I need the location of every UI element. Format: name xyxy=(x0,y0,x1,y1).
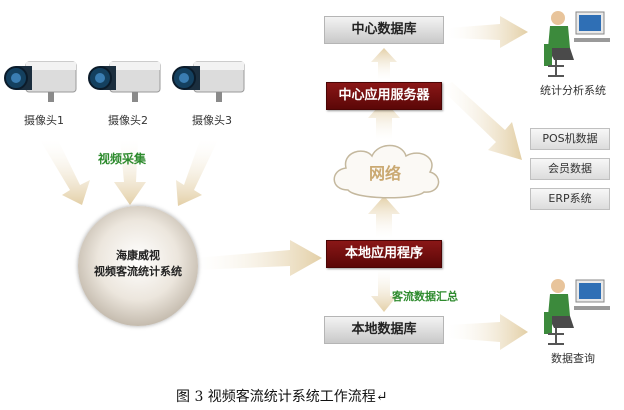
arrow-server-to-external xyxy=(440,82,522,160)
analysis-system-label: 统计分析系统 xyxy=(540,84,606,97)
erp-system-box: ERP系统 xyxy=(530,188,610,210)
stats-system-line2: 视频客流统计系统 xyxy=(94,265,182,278)
camera-1-label: 摄像头1 xyxy=(24,114,64,127)
flow-summary-label: 客流数据汇总 xyxy=(392,290,458,303)
network-cloud xyxy=(333,144,440,199)
central-db-box: 中心数据库 xyxy=(324,16,444,44)
arrow-local-to-network xyxy=(368,196,400,238)
analysis-workstation-icon xyxy=(544,11,610,77)
arrow-server-to-centraldb xyxy=(371,48,397,80)
camera-icon xyxy=(4,61,77,102)
camera-1 xyxy=(4,56,84,112)
pos-data-box: POS机数据 xyxy=(530,128,610,150)
data-query-label: 数据查询 xyxy=(551,352,595,365)
network-label: 网络 xyxy=(368,164,401,183)
camera-3-label: 摄像头3 xyxy=(192,114,232,127)
query-workstation-icon xyxy=(544,279,610,345)
local-db-box: 本地数据库 xyxy=(324,316,444,344)
camera-icon xyxy=(172,61,245,102)
stats-system-line1: 海康威视 xyxy=(116,249,160,262)
video-capture-label: 视频采集 xyxy=(98,152,147,166)
arrow-local-to-localdb xyxy=(371,268,397,312)
arrow-circle-to-local xyxy=(195,240,322,276)
camera-3 xyxy=(172,56,252,112)
camera-icon xyxy=(88,61,161,102)
member-data-box: 会员数据 xyxy=(530,158,610,180)
camera-2 xyxy=(88,56,168,112)
arrow-cam2 xyxy=(114,140,146,205)
arrow-cam1 xyxy=(40,140,90,205)
arrow-cam3 xyxy=(176,140,218,206)
figure-caption: 图 3 视频客流统计系统工作流程↵ xyxy=(176,389,388,405)
stats-system-node: 海康威视 视频客流统计系统 xyxy=(78,206,198,326)
central-app-server-box: 中心应用服务器 xyxy=(326,82,442,110)
camera-2-label: 摄像头2 xyxy=(108,114,148,127)
local-app-box: 本地应用程序 xyxy=(326,240,442,268)
arrow-network-to-server xyxy=(368,100,400,140)
arrow-centraldb-to-analysis xyxy=(448,16,528,48)
arrow-localdb-to-query xyxy=(448,314,528,350)
